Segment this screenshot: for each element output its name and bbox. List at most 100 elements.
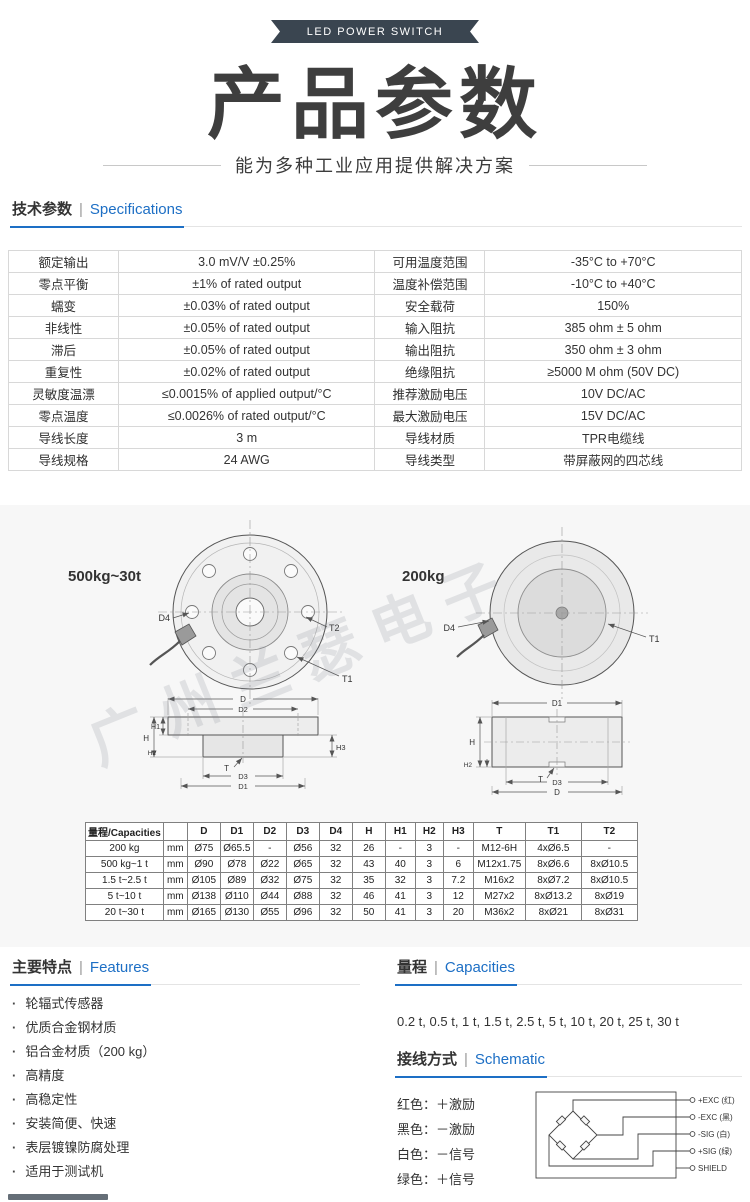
spec-label: 导线类型 <box>374 448 486 471</box>
dim-label-d4: D4 <box>158 613 170 623</box>
dims-cell: Ø75 <box>285 872 320 889</box>
spec-value: ±0.05% of rated output <box>117 316 376 339</box>
terminal-label-sig-neg: -SIG (白) <box>698 1129 730 1139</box>
spec-value: -35°C to +70°C <box>484 250 742 273</box>
section-header-specs: 技术参数|Specifications <box>10 198 742 228</box>
dims-cell: Ø75 <box>186 840 221 857</box>
partial-next-section <box>8 1194 108 1200</box>
dims-cell: 32 <box>318 888 353 905</box>
dims-cell: Ø130 <box>219 904 254 921</box>
dims-cell: 32 <box>318 856 353 873</box>
section-title-features: 主要特点|Features <box>10 956 152 986</box>
feature-item: 轮辐式传感器 <box>12 992 352 1016</box>
dim-label-d4: D4 <box>443 623 455 633</box>
dims-cell: - <box>384 840 416 857</box>
spec-label: 零点温度 <box>8 404 119 427</box>
spec-value: ±0.05% of rated output <box>117 338 376 361</box>
dims-cell: 3 <box>414 856 444 873</box>
leader-lines <box>172 612 340 677</box>
dims-header-cell: H <box>351 822 386 841</box>
spec-label: 输入阻抗 <box>374 316 486 339</box>
dims-cell: 8xØ7.2 <box>524 872 582 889</box>
dims-cell: 8xØ10.5 <box>580 872 638 889</box>
drawing-caption-left: 500kg~30t <box>68 568 141 585</box>
spec-label: 温度补偿范围 <box>374 272 486 295</box>
dims-header-cell: T2 <box>580 822 638 841</box>
spec-value: ±0.02% of rated output <box>117 360 376 383</box>
cable-connector <box>456 617 499 658</box>
schematic-diagram: +EXC (红) -EXC (黑) -SIG (白) +SIG (绿) SHIE… <box>535 1091 735 1179</box>
dim-label-d1: D1 <box>552 699 563 708</box>
dims-cell: 32 <box>318 904 353 921</box>
drawing-panel: 500kg~30t <box>0 505 750 947</box>
dims-cell: 35 <box>351 872 386 889</box>
centerlines <box>476 527 648 699</box>
feature-item: 安装简便、快速 <box>12 1112 352 1136</box>
dims-cell: Ø110 <box>219 888 254 905</box>
dim-label-h: H <box>143 734 149 743</box>
spec-label: 非线性 <box>8 316 119 339</box>
wire-color-item: 绿色：＋信号 <box>397 1172 476 1187</box>
dims-cell: 32 <box>318 872 353 889</box>
dims-cell: 8xØ13.2 <box>524 888 582 905</box>
cable-connector <box>149 623 197 666</box>
dims-cell: 8xØ19 <box>580 888 638 905</box>
dims-cell: 50 <box>351 904 386 921</box>
dims-header-cell: H1 <box>384 822 416 841</box>
dims-cell: Ø138 <box>186 888 221 905</box>
drawing-caption-right: 200kg <box>402 568 445 585</box>
dims-cell: Ø22 <box>252 856 287 873</box>
dims-cell: 43 <box>351 856 386 873</box>
terminal-label-exc-neg: -EXC (黑) <box>698 1113 733 1122</box>
dims-cell: Ø65 <box>285 856 320 873</box>
feature-item: 适用于测试机 <box>12 1160 352 1184</box>
spec-label: 输出阻抗 <box>374 338 486 361</box>
feature-item: 铝合金材质（200 kg） <box>12 1040 352 1064</box>
dims-cell: 20 t~30 t <box>85 904 164 921</box>
section-title-specs: 技术参数|Specifications <box>10 198 185 228</box>
dims-header-cell: D4 <box>318 822 353 841</box>
dim-label-h2: H2 <box>148 750 157 757</box>
dims-cell: 26 <box>351 840 386 857</box>
dims-cell: 46 <box>351 888 386 905</box>
terminal-label-sig-pos: +SIG (绿) <box>698 1147 732 1156</box>
bridge-circuit <box>548 1099 690 1169</box>
dims-cell: 6 <box>442 856 474 873</box>
spec-label: 滞后 <box>8 338 119 361</box>
spec-value: ≤0.0026% of rated output/°C <box>117 404 376 427</box>
dims-cell: M12-6H <box>472 840 526 857</box>
dim-label-d: D <box>240 695 246 704</box>
dims-cell: 7.2 <box>442 872 474 889</box>
dims-cell: Ø78 <box>219 856 254 873</box>
dims-header-cell: D2 <box>252 822 287 841</box>
dims-cell: M16x2 <box>472 872 526 889</box>
wire-color-item: 白色：－信号 <box>397 1147 476 1162</box>
subtitle-row: 能为多种工业应用提供解决方案 <box>0 152 750 178</box>
dims-cell: 500 kg~1 t <box>85 856 164 873</box>
spec-label: 额定输出 <box>8 250 119 273</box>
dims-header-cell: D <box>186 822 221 841</box>
page-subtitle: 能为多种工业应用提供解决方案 <box>235 156 515 176</box>
feature-item: 优质合金钢材质 <box>12 1016 352 1040</box>
dims-cell: 41 <box>384 904 416 921</box>
dims-cell: Ø105 <box>186 872 221 889</box>
dim-label-d3: D3 <box>552 778 562 787</box>
spec-value: 24 AWG <box>117 448 376 471</box>
spec-value: TPR电缆线 <box>484 426 742 449</box>
section-view-small: D1 H H2 T D3 D <box>464 699 630 797</box>
dims-cell: Ø96 <box>285 904 320 921</box>
technical-drawing: 500kg~30t <box>68 520 660 797</box>
dim-label-t: T <box>538 775 543 784</box>
terminal-label-exc-pos: +EXC (红) <box>698 1095 735 1105</box>
ribbon-label: LED POWER SWITCH <box>306 25 444 38</box>
centerlines <box>158 520 342 704</box>
dims-header-cell: 量程/Capacities <box>85 822 164 841</box>
